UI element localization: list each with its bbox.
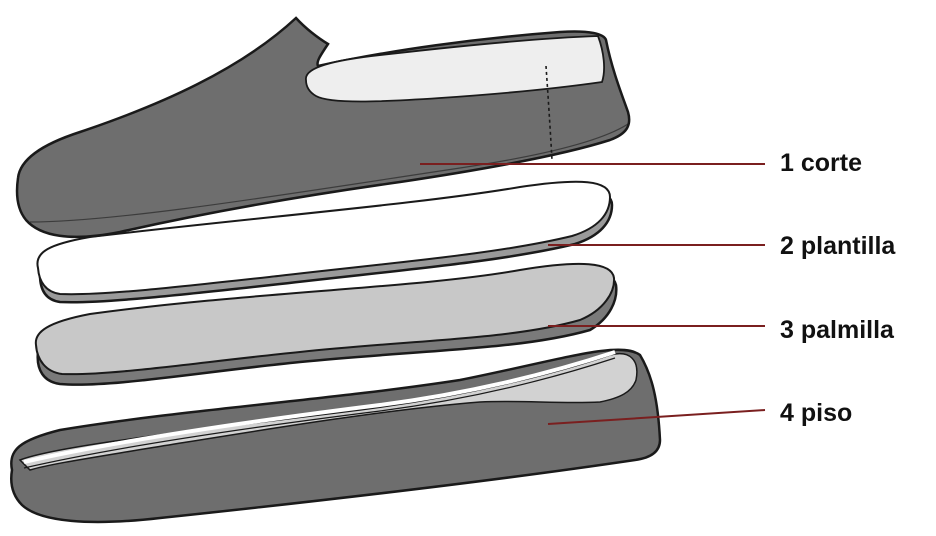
label-piso: 4 piso [780, 401, 852, 426]
label-plantilla: 2 plantilla [780, 234, 895, 259]
label-corte: 1 corte [780, 151, 862, 176]
label-palmilla: 3 palmilla [780, 318, 894, 343]
